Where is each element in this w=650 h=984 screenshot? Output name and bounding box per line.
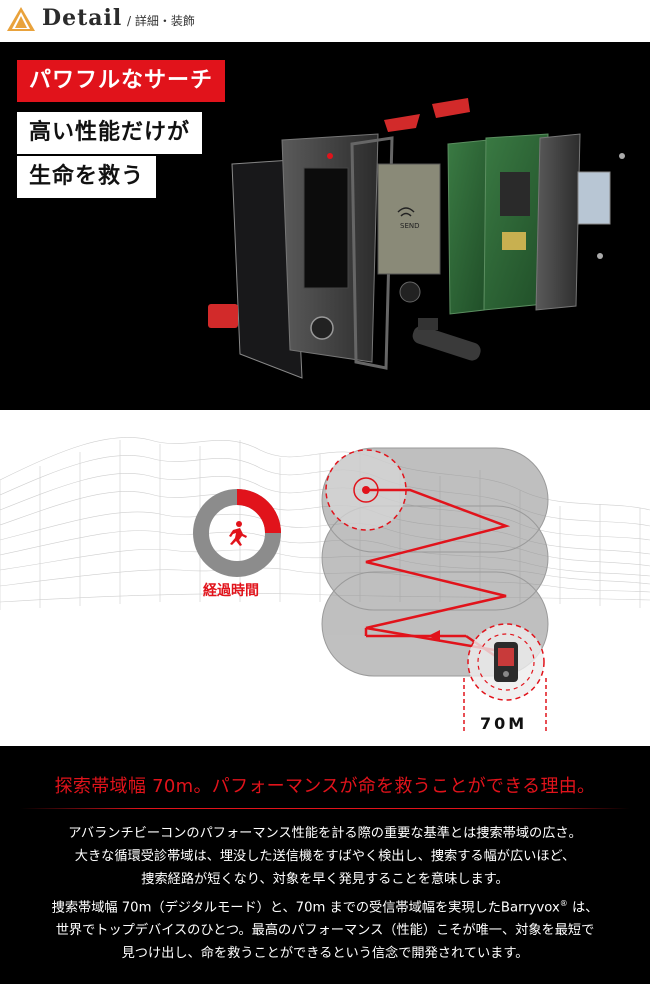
body-line-text: 捜索帯域幅 70m（デジタルモード）と、70m までの受信帯域幅を実現したBar…: [51, 900, 560, 915]
running-person-icon: [229, 521, 247, 546]
mountain-logo-icon: [7, 7, 35, 31]
wifi-icon: [397, 207, 415, 217]
brand-emblem-icon: [310, 316, 334, 340]
registered-mark: ®: [559, 898, 568, 908]
search-width-label: 70M: [480, 714, 528, 733]
section-header: Detail / 詳細・装飾: [0, 0, 650, 40]
red-button-part: [208, 304, 238, 328]
badge-powerful-search: パワフルなサーチ: [17, 60, 226, 102]
description-headline: 探索帯域幅 70m。パフォーマンスが命を救うことができる理由。: [54, 776, 596, 797]
body-line: 見つけ出し、命を救うことができるという信念で開発されています。: [121, 946, 529, 962]
section-subtitle: / 詳細・装飾: [127, 14, 195, 28]
body-line-tail: は、: [567, 900, 599, 915]
description-section: 探索帯域幅 70m。パフォーマンスが命を救うことができる理由。 アバランチビーコ…: [0, 746, 650, 984]
badge-saves-lives: 生命を救う: [17, 156, 157, 198]
hero-image: SEND パワフルなサーチ 高い性能だけが 生命を救う: [0, 42, 650, 410]
body-line: アバランチビーコンのパフォーマンス性能を計る際の重要な基準とは捜索帯域の広さ。: [68, 826, 582, 841]
terrain-mesh: [0, 437, 650, 610]
search-band-diagram: 経過時間 70M: [0, 410, 650, 746]
body-line: 捜索帯域幅 70m（デジタルモード）と、70m までの受信帯域幅を実現したBar…: [6, 892, 644, 920]
section-title: Detail: [42, 5, 123, 31]
headline-divider: [20, 808, 630, 809]
elapsed-time-arc: [236, 489, 281, 534]
badge-high-performance: 高い性能だけが: [17, 112, 203, 154]
send-label: SEND: [400, 222, 420, 230]
exploded-device-illustration: SEND: [208, 98, 625, 379]
search-path-illustration: [0, 437, 650, 732]
body-line: 大きな循環受診帯域は、埋没した送信機をすばやく検出し、捜索する幅が広いほど、: [74, 849, 576, 865]
elapsed-time-label: 経過時間: [203, 583, 259, 599]
body-line: 世界でトップデバイスのひとつ。最高のパフォーマンス（性能）こそが唯一、対象を最短…: [55, 923, 595, 939]
description-body: アバランチビーコンのパフォーマンス性能を計る際の重要な基準とは捜索帯域の広さ。 …: [6, 822, 644, 966]
body-line: 捜索経路が短くなり、対象を早く発見することを意味します。: [141, 872, 509, 888]
